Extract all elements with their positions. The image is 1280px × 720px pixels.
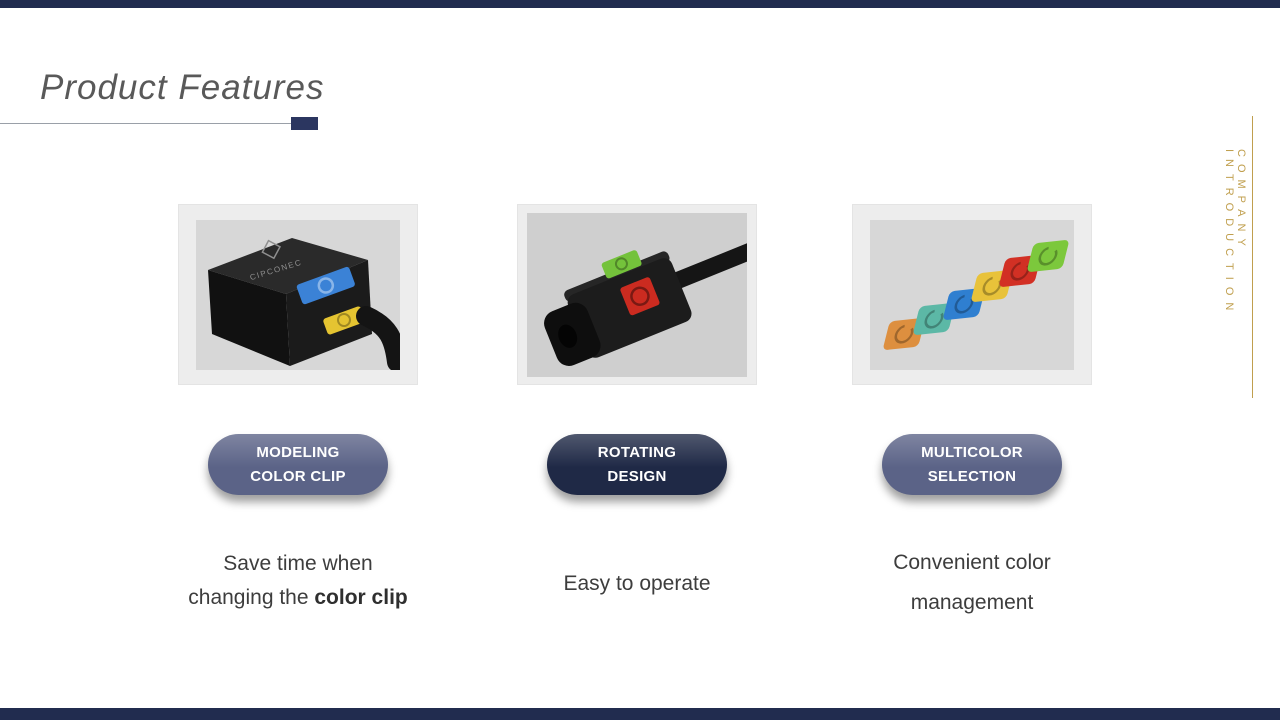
green-clip <box>1027 239 1069 272</box>
connector-rotating-illustration <box>527 212 747 377</box>
vertical-label-text: COMPANY INTRODUCTION <box>1223 149 1247 318</box>
green-color-clip <box>601 249 642 278</box>
badge-label: MODELING COLOR CLIP <box>250 444 346 485</box>
caption-bold: color clip <box>314 585 408 609</box>
caption-line2: changing the <box>188 585 315 609</box>
gold-vertical-line <box>1252 116 1253 398</box>
title-underline <box>0 117 318 130</box>
feature-photo: CIPCONEC <box>196 219 400 370</box>
multicolor-clips-illustration <box>870 219 1074 370</box>
feature-image-card <box>852 204 1092 385</box>
feature-badge-rotating-design: ROTATING DESIGN <box>547 434 727 495</box>
caption-line1: Save time when <box>223 552 373 575</box>
side-vertical-label: COMPANY INTRODUCTION <box>1223 116 1253 398</box>
yellow-color-clip <box>323 305 366 334</box>
caption-line2: management <box>910 590 1034 614</box>
feature-photo <box>870 219 1074 370</box>
feature-column-rotating-design: ROTATING DESIGN Easy to operate <box>487 204 787 601</box>
bottom-accent-bar <box>0 708 1280 720</box>
badge-label: MULTICOLOR SELECTION <box>921 444 1023 485</box>
caption-line1: Convenient color <box>893 551 1051 574</box>
caption-line1: Easy to operate <box>563 572 711 595</box>
feature-caption: Save time when changing the color clip <box>167 547 429 614</box>
red-color-clip <box>620 276 660 315</box>
feature-caption: Convenient color management <box>841 543 1103 623</box>
page-title: Product Features <box>40 68 325 107</box>
feature-photo <box>527 212 747 377</box>
cable <box>356 305 400 370</box>
connector-front-illustration: CIPCONEC <box>196 219 400 370</box>
feature-badge-modeling-color-clip: MODELING COLOR CLIP <box>208 434 388 495</box>
feature-column-modeling-color-clip: CIPCONEC MODELING CO <box>148 204 448 614</box>
feature-image-card: CIPCONEC <box>178 204 418 385</box>
feature-image-card <box>517 204 757 385</box>
feature-badge-multicolor-selection: MULTICOLOR SELECTION <box>882 434 1062 495</box>
title-accent-block <box>291 117 318 130</box>
feature-columns: CIPCONEC MODELING CO <box>0 204 1280 664</box>
badge-label: ROTATING DESIGN <box>597 444 677 485</box>
orange-clip <box>883 317 925 350</box>
teal-clip <box>913 302 955 335</box>
blue-color-clip <box>296 266 355 304</box>
feature-caption: Easy to operate <box>506 567 768 601</box>
top-accent-bar <box>0 0 1280 8</box>
feature-column-multicolor-selection: MULTICOLOR SELECTION Convenient color ma… <box>822 204 1122 623</box>
cable <box>670 241 747 289</box>
